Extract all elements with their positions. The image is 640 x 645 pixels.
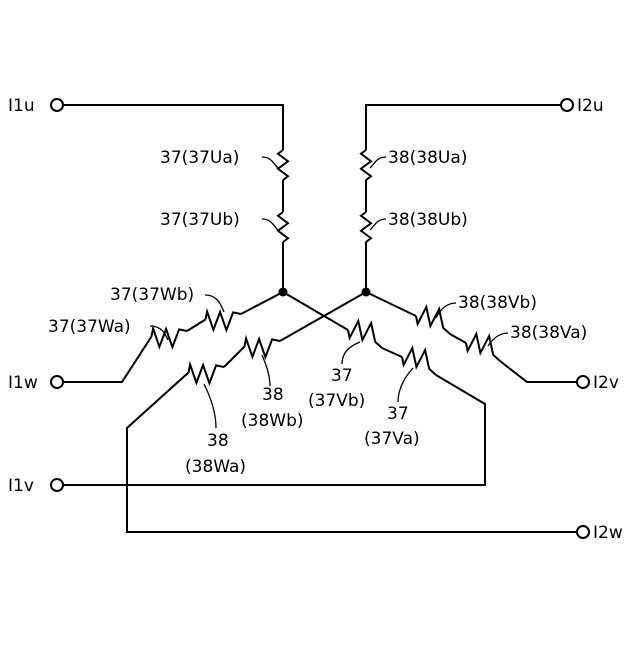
leader-38ua <box>370 157 386 168</box>
leader-38ub <box>370 219 386 230</box>
wire-node-to-37vb <box>283 292 348 330</box>
wire-37wb-to-37wa <box>187 320 206 332</box>
resistor-37vb-zigzag <box>348 321 382 348</box>
resistor-37ub-zigzag <box>278 212 288 242</box>
resistor-38ua-zigzag <box>361 150 371 180</box>
wire-i2u-to-right-star <box>366 105 562 150</box>
terminal-i1v-circle[interactable] <box>51 479 63 491</box>
label-38va: 38(38Va) <box>510 323 587 343</box>
wire-i1u-to-left-star <box>62 105 283 150</box>
label-37ua: 37(37Ua) <box>160 148 239 168</box>
wire-37wa-to-i1w <box>62 337 152 383</box>
resistor-38vb-zigzag <box>416 307 450 334</box>
leader-37ub <box>262 219 278 230</box>
terminal-i2w-circle[interactable] <box>577 526 589 538</box>
terminal-i1u-circle[interactable] <box>51 99 63 111</box>
terminal-i2v-label: I2v <box>593 373 619 393</box>
resistor-37wb-zigzag <box>206 312 242 331</box>
leader-37vb <box>342 342 360 364</box>
label-37ub: 37(37Ub) <box>160 210 240 230</box>
wire-node-to-38vb <box>366 292 416 316</box>
resistor-38wb-zigzag <box>245 339 281 358</box>
label-38vb: 38(38Vb) <box>458 293 537 313</box>
leader-37ua <box>262 157 278 168</box>
resistor-37va-zigzag <box>402 348 436 375</box>
label-37vb-id: (37Vb) <box>308 391 365 411</box>
resistor-38wa-zigzag <box>189 365 225 384</box>
terminal-i1w-label: I1w <box>8 373 38 393</box>
label-38wa-number: 38 <box>207 431 229 451</box>
terminal-i2v-circle[interactable] <box>577 376 589 388</box>
terminal-i2w-label: I2w <box>593 523 623 543</box>
label-37va-id: (37Va) <box>364 429 420 449</box>
wire-38va-to-i2v <box>500 361 578 382</box>
leader-37va <box>398 368 413 402</box>
wire-node-to-38wb <box>280 292 366 341</box>
wire-node-to-37wb <box>241 292 283 314</box>
leader-37wb <box>205 295 224 312</box>
label-37va-number: 37 <box>387 404 409 424</box>
resistor-38ub-zigzag <box>361 212 371 242</box>
resistor-37wa-zigzag <box>152 329 188 348</box>
wire-38wb-to-38wa <box>224 347 245 368</box>
terminal-i1u-label: I1u <box>8 96 35 116</box>
label-38wb-number: 38 <box>262 385 284 405</box>
wire-37vb-to-37va <box>382 348 402 357</box>
leader-38wa <box>204 384 216 428</box>
label-38ua: 38(38Ua) <box>388 148 467 168</box>
resistor-37ua-zigzag <box>278 150 288 180</box>
terminal-i2u-label: I2u <box>577 96 604 116</box>
terminal-i1w-circle[interactable] <box>51 376 63 388</box>
label-38wa-id: (38Wa) <box>185 457 246 477</box>
leader-38wb <box>262 355 270 386</box>
label-37vb-number: 37 <box>331 366 353 386</box>
label-38wb-id: (38Wb) <box>241 411 304 431</box>
label-38ub: 38(38Ub) <box>388 210 468 230</box>
label-37wb: 37(37Wb) <box>110 285 194 305</box>
terminal-i1v-label: I1v <box>8 476 34 496</box>
label-37wa: 37(37Wa) <box>48 317 131 337</box>
terminal-i2u-circle[interactable] <box>561 99 573 111</box>
wire-38vb-to-38va <box>450 334 466 343</box>
